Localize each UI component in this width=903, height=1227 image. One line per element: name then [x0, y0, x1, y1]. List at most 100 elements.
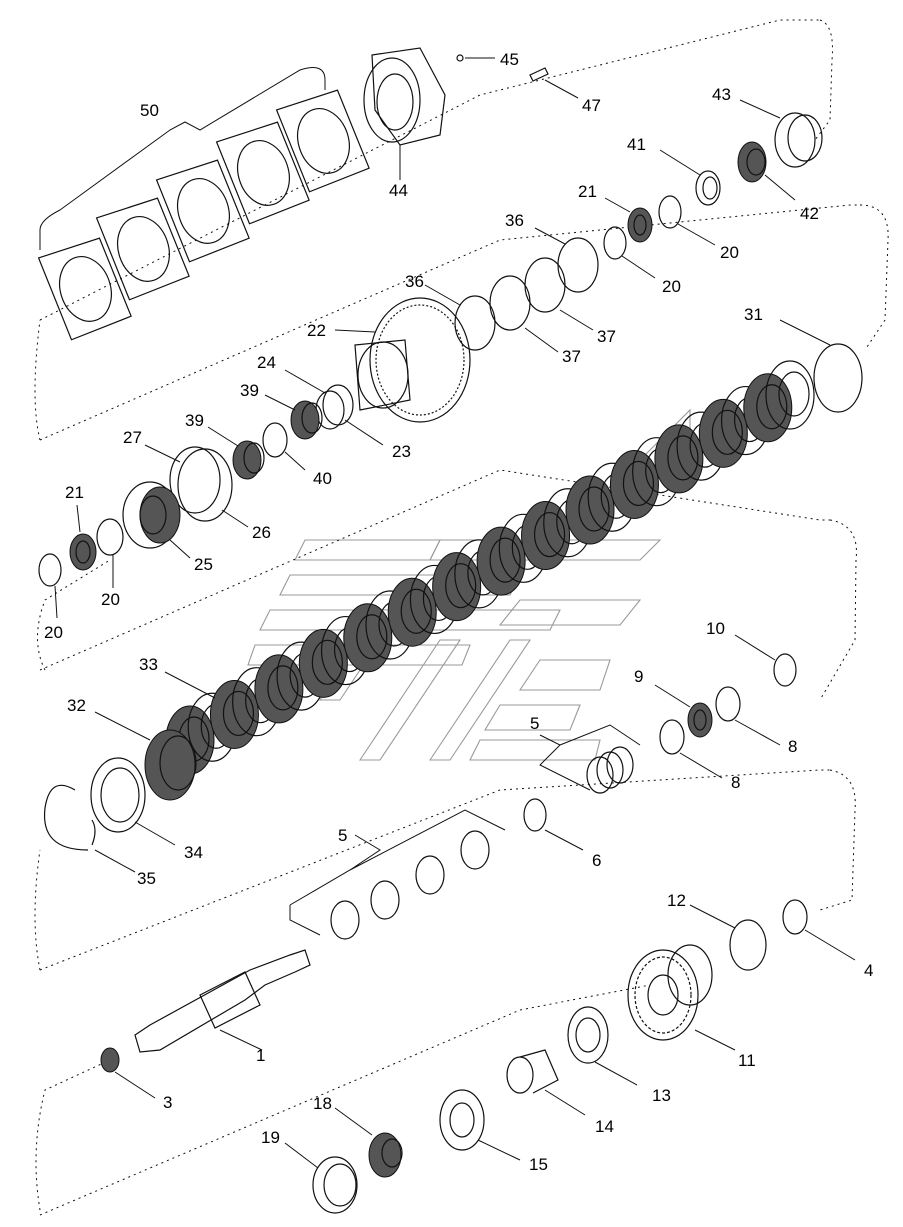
callout-9: 9 [634, 667, 643, 686]
callout-36-b: 36 [405, 272, 424, 291]
ring-37-b [489, 275, 559, 353]
group-outlines [34, 19, 889, 1216]
ring-12 [689, 904, 767, 971]
main-shaft-1 [134, 949, 311, 1053]
callout-45: 45 [500, 50, 519, 69]
thrust-bearing-9 [654, 684, 713, 738]
callout-11: 11 [738, 1051, 756, 1070]
seal-rings-5-upper [539, 724, 641, 794]
callout-20-upper-a: 20 [720, 243, 739, 262]
callout-25: 25 [194, 555, 213, 574]
callout-20-lower-b: 20 [44, 623, 63, 642]
washer-41 [659, 149, 721, 206]
ring-36-a [534, 227, 599, 293]
seal-rings-5-lower [289, 809, 506, 940]
seal-ring-27 [144, 444, 221, 514]
seal-ring-26 [177, 448, 249, 528]
callout-32: 32 [67, 696, 86, 715]
gear-13 [567, 1006, 638, 1086]
callout-42: 42 [800, 204, 819, 223]
callout-37-a: 37 [597, 327, 616, 346]
clutch-plate-bore [711, 409, 743, 455]
callout-24: 24 [257, 353, 276, 372]
washer-20-lower-b [38, 553, 62, 619]
ring-10 [734, 634, 797, 687]
callout-10: 10 [706, 619, 725, 638]
thrust-bearing-21-lower [69, 504, 97, 571]
ring-6 [523, 798, 584, 851]
callout-20-upper-b: 20 [662, 277, 681, 296]
callout-21-upper: 21 [578, 182, 597, 201]
callout-5-upper: 5 [530, 714, 539, 733]
callout-3: 3 [163, 1093, 172, 1112]
callout-34: 34 [184, 843, 203, 862]
ring-37-a [524, 257, 594, 331]
bearing-cone-18 [334, 1107, 403, 1178]
callout-22: 22 [307, 321, 326, 340]
callout-labels: 50 45 47 44 4 3 41 42 21 20 20 36 37 37 3… [44, 50, 873, 1174]
clutch-plate-bore [667, 435, 699, 481]
thrust-bearing-21-upper [604, 197, 653, 243]
callout-18: 18 [313, 1094, 332, 1113]
washer-20-upper-a [658, 195, 716, 246]
callout-26: 26 [252, 523, 271, 542]
callout-33: 33 [139, 655, 158, 674]
gear-hub-22 [334, 297, 471, 423]
bushing-3 [100, 1047, 156, 1099]
callout-5-lower: 5 [338, 826, 347, 845]
callout-12: 12 [667, 891, 686, 910]
clutch-plate-bore [400, 588, 432, 634]
callout-19: 19 [261, 1128, 280, 1147]
gear-15 [439, 1089, 521, 1161]
callout-27: 27 [123, 428, 142, 447]
ring-36-b [424, 284, 496, 351]
washer-40 [262, 422, 306, 471]
callout-44: 44 [389, 181, 408, 200]
bearing-cup-43 [739, 99, 823, 168]
callout-21-lower: 21 [65, 483, 84, 502]
clutch-plate-bore [356, 614, 388, 660]
callout-4: 4 [864, 961, 873, 980]
callout-36-a: 36 [505, 211, 524, 230]
clutch-plate [765, 360, 815, 430]
callout-37-b: 37 [562, 347, 581, 366]
clutch-plate-bore [489, 537, 521, 583]
callout-39-a: 39 [240, 381, 259, 400]
end-plate-31 [813, 343, 863, 413]
callout-35: 35 [137, 869, 156, 888]
housing-44 [363, 47, 446, 180]
callout-6: 6 [592, 851, 601, 870]
leader-33 [164, 671, 216, 699]
bearing-cup-19 [284, 1142, 358, 1214]
clutch-plate-stack [165, 343, 863, 775]
callout-41: 41 [627, 135, 646, 154]
clutch-plate-bore [756, 384, 788, 430]
callout-47: 47 [582, 96, 601, 115]
bearing-cone-42 [737, 141, 796, 201]
gear-11 [627, 944, 736, 1051]
needle-bearing-39-a [264, 394, 323, 440]
ring-4 [782, 899, 856, 961]
piston-25 [122, 481, 191, 559]
leader-31 [779, 319, 831, 346]
callout-31: 31 [744, 305, 763, 324]
clutch-plate-bore [622, 460, 655, 507]
callout-23: 23 [392, 442, 411, 461]
callout-1: 1 [256, 1046, 265, 1065]
clutch-plate-bore [445, 563, 477, 609]
washer-8-b [659, 719, 723, 779]
washer-8-a [715, 686, 781, 746]
bolt-47 [529, 67, 579, 99]
plate-32 [94, 711, 197, 801]
washer-20-upper-b [603, 226, 656, 279]
callout-8-b: 8 [731, 773, 740, 792]
clutch-plate-bore [778, 371, 810, 417]
clutch-plate-bore [533, 511, 566, 558]
sleeve-14 [506, 1049, 586, 1116]
callout-15: 15 [529, 1155, 548, 1174]
callout-39-b: 39 [185, 411, 204, 430]
callout-50: 50 [140, 101, 159, 120]
clutch-plate-bore [578, 486, 610, 532]
